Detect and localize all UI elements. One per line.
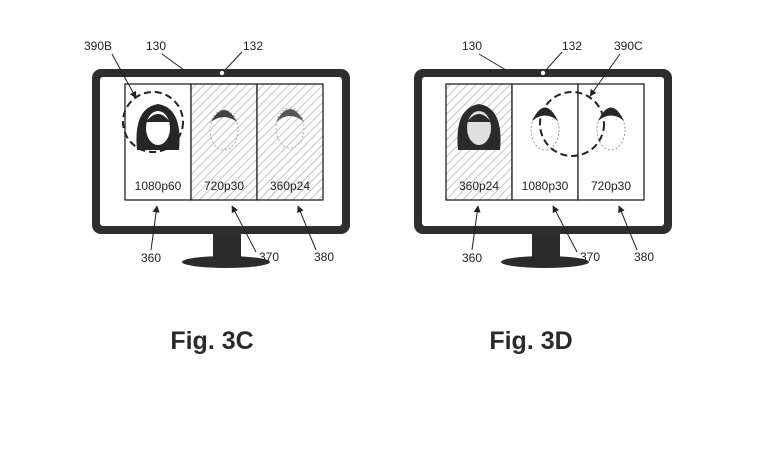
ref-label-tile-2: 370 [580,250,600,264]
ref-label-tile-1: 360 [141,251,161,265]
ref-label-monitor: 130 [462,39,482,53]
avatar-long-hair-icon [457,104,501,150]
figure-caption: Fig. 3C [170,327,253,355]
tile-1-label: 360p24 [459,179,499,193]
figure-3d: 360p24 1080p30 720p30 130 132 390C 360 3… [414,39,672,355]
figure-3c: 1080p60 720p30 360p24 390B 130 132 360 3… [84,39,350,355]
ref-label-tile-3: 380 [314,250,334,264]
avatar-short-hair-faded-icon [209,109,239,151]
tile-3 [256,83,324,201]
ref-label-highlight: 390B [84,39,112,53]
leader-highlight [111,53,137,99]
ref-label-tile-1: 360 [462,251,482,265]
avatar-long-hair-icon [136,104,180,150]
avatar-short-hair-icon [530,107,560,151]
tile-3 [577,83,645,201]
avatar-short-hair-icon [596,107,626,151]
monitor-base [501,256,589,268]
monitor-neck [532,234,560,260]
leader-highlight [589,53,621,97]
tile-2-label: 720p30 [204,179,244,193]
monitor-neck [213,234,241,260]
leader-tile-3 [297,205,317,251]
camera-dot [540,70,546,76]
monitor-base [182,256,270,268]
tile-3-label: 720p30 [591,179,631,193]
leader-camera [545,51,563,71]
ref-label-monitor: 130 [146,39,166,53]
leader-monitor [161,53,185,71]
leader-tile-3 [618,205,638,251]
tile-3-label: 360p24 [270,179,310,193]
leader-tile-1 [150,205,160,251]
ref-label-camera: 132 [243,39,263,53]
ref-label-highlight: 390C [614,39,643,53]
leader-tile-1 [471,205,481,251]
figure-caption: Fig. 3D [489,327,572,355]
tile-2 [190,83,258,201]
ref-label-tile-2: 370 [259,250,279,264]
highlight-circle-390b [122,91,184,153]
leader-monitor [478,53,507,71]
ref-label-camera: 132 [562,39,582,53]
tile-1-label: 1080p60 [135,179,182,193]
highlight-circle-390c [539,91,605,157]
tile-2-label: 1080p30 [522,179,569,193]
avatar-short-hair-faded-icon [275,107,305,149]
camera-dot [219,70,225,76]
tile-strip [124,83,324,201]
leader-tile-2 [231,205,257,253]
leader-tile-2 [552,205,578,253]
ref-label-tile-3: 380 [634,250,654,264]
leader-camera [224,51,243,71]
